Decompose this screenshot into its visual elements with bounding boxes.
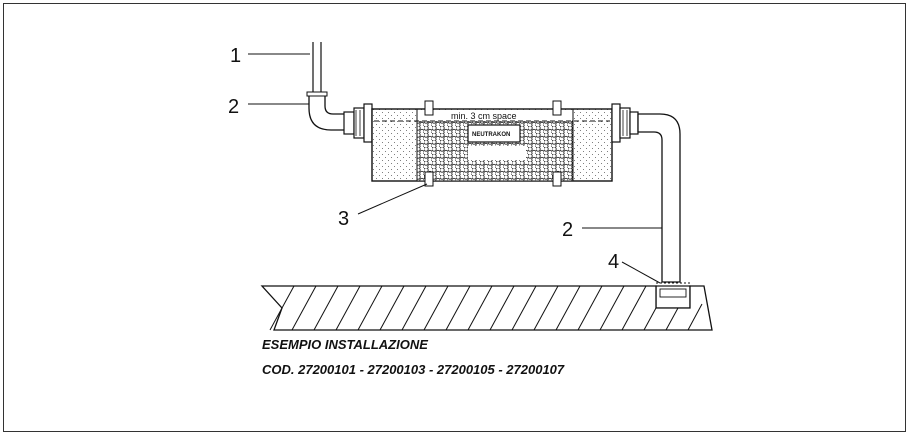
neutralizer-tank bbox=[371, 108, 613, 182]
caption-title: ESEMPIO INSTALLAZIONE bbox=[262, 337, 428, 352]
label-1: 1 bbox=[230, 45, 241, 67]
space-note: min. 3 cm space bbox=[451, 111, 517, 121]
floor bbox=[260, 285, 713, 331]
label-4: 4 bbox=[608, 251, 619, 273]
inlet-pipe bbox=[312, 42, 322, 92]
tank-clamps bbox=[424, 100, 562, 187]
inlet-elbow bbox=[306, 91, 346, 131]
label-2-left: 2 bbox=[228, 96, 239, 118]
label-2-right: 2 bbox=[562, 219, 573, 241]
device-label: NEUTRAKON bbox=[472, 132, 510, 138]
leader-lines bbox=[248, 53, 662, 284]
drawing-frame bbox=[3, 3, 906, 432]
label-3: 3 bbox=[338, 208, 349, 230]
outlet-pipe bbox=[637, 113, 681, 283]
outlet-coupling bbox=[611, 103, 639, 143]
caption-codes: COD. 27200101 - 27200103 - 27200105 - 27… bbox=[262, 362, 565, 377]
inlet-coupling bbox=[343, 103, 373, 143]
floor-drain bbox=[655, 282, 692, 309]
